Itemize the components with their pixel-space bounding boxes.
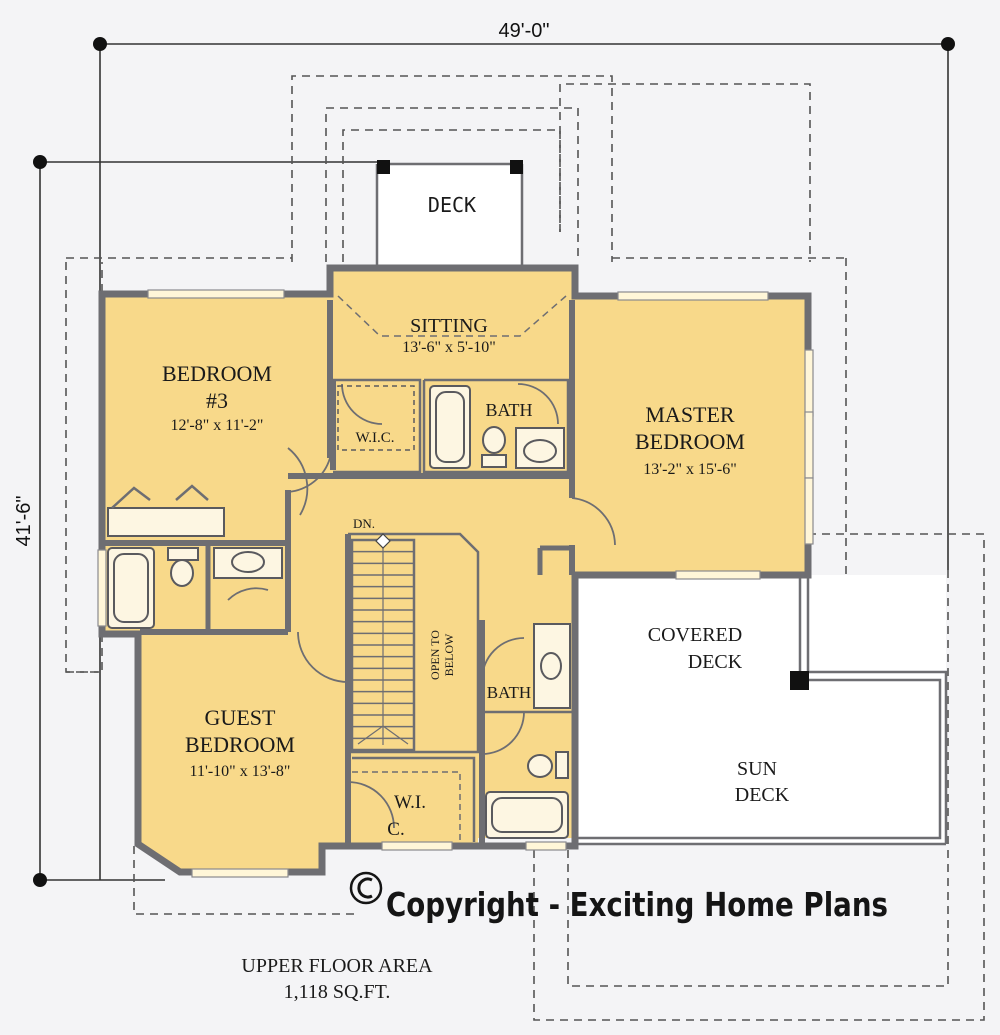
open-to-below-line2: BELOW xyxy=(442,633,456,676)
master-size: 13'-2" x 15'-6" xyxy=(643,461,736,478)
sitting-label: SITTING xyxy=(410,315,488,337)
interior-walls xyxy=(102,300,575,846)
stair-direction-marker xyxy=(375,533,391,549)
stairs-down-label: DN. xyxy=(353,516,375,531)
sitting-size: 13'-6" x 5'-10" xyxy=(402,339,495,356)
door-swings xyxy=(227,383,616,829)
sun-deck-line2: DECK xyxy=(735,784,790,806)
overall-width-dimension: 49'-0" xyxy=(499,20,550,42)
guest-label-line1: GUEST xyxy=(205,705,276,730)
guest-size: 11'-10" x 13'-8" xyxy=(190,763,291,780)
dimension-lines xyxy=(33,37,955,887)
bath-bottom-label: BATH xyxy=(487,683,531,702)
copyright-text: Copyright - Exciting Home Plans xyxy=(386,885,888,924)
bedroom3-label-line2: #3 xyxy=(206,388,228,413)
covered-deck-line1: COVERED xyxy=(648,624,742,646)
wic-bottom-line1: W.I. xyxy=(394,792,426,813)
windows xyxy=(97,289,814,878)
open-to-below-label: OPEN TO BELOW xyxy=(428,630,456,680)
bath-top-label: BATH xyxy=(485,400,532,420)
guest-label-line2: BEDROOM xyxy=(185,732,295,757)
stairs xyxy=(350,533,416,752)
master-label-line1: MASTER xyxy=(645,402,735,427)
room-fills xyxy=(102,268,808,870)
deck-label: DECK xyxy=(428,193,476,217)
stair-landing-chevron xyxy=(357,725,409,745)
master-label-line2: BEDROOM xyxy=(635,429,745,454)
wic-bottom-line2: C. xyxy=(387,819,404,840)
copyright-notice: © Copyright - Exciting Home Plans xyxy=(349,871,888,924)
sun-deck-line1: SUN xyxy=(737,758,777,780)
overall-depth-dimension: 41'-6" xyxy=(13,496,35,547)
bath-fixtures xyxy=(107,385,571,839)
wic-top-label: W.I.C. xyxy=(355,430,394,446)
bedroom3-size: 12'-8" x 11'-2" xyxy=(171,417,264,434)
exterior-walls xyxy=(98,264,812,876)
floor-area-title: UPPER FLOOR AREA xyxy=(241,955,433,977)
decks xyxy=(375,160,948,846)
bedroom3-label-line1: BEDROOM xyxy=(162,361,272,386)
open-to-below-line1: OPEN TO xyxy=(428,630,442,680)
covered-deck-line2: DECK xyxy=(688,651,743,673)
floor-area-value: 1,118 SQ.FT. xyxy=(284,981,391,1003)
